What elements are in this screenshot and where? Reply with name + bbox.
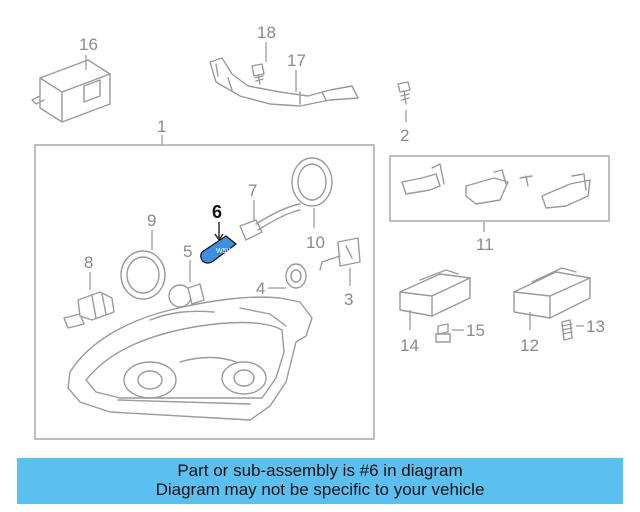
callout-12: 12: [520, 336, 539, 355]
callout-4: 4: [256, 279, 265, 298]
headlamp-housing: [67, 296, 313, 421]
callout-15: 15: [466, 321, 485, 340]
assembly-11-frame: [389, 155, 610, 222]
part-14-ballast: [399, 269, 471, 317]
bulb-marking: W5W: [216, 248, 234, 255]
leader-6-arrow: [214, 233, 224, 242]
part-3-hid-bulb: [319, 237, 361, 271]
part-13-screw: [561, 319, 573, 341]
part-5-bulb: [168, 283, 205, 308]
caption-line-1: Part or sub-assembly is #6 in diagram: [177, 461, 463, 480]
callout-11: 11: [476, 235, 494, 254]
callout-16: 16: [79, 35, 98, 54]
part-9-gasket: [120, 250, 166, 300]
part-2-screw: [397, 81, 411, 105]
callout-17: 17: [287, 51, 306, 70]
callout-3: 3: [344, 290, 353, 309]
part-12-control-unit: [513, 267, 591, 319]
callout-5: 5: [183, 242, 192, 261]
part-7-harness: [239, 203, 301, 241]
callout-13: 13: [586, 317, 605, 336]
callout-14: 14: [400, 336, 419, 355]
assembly-1-frame: [34, 144, 375, 440]
part-6-bulb-highlighted: W5W: [200, 235, 237, 264]
callout-6: 6: [212, 202, 222, 222]
part-4-retainer: [285, 263, 307, 289]
part-11-brackets: [401, 163, 591, 209]
part-10-cap: [291, 157, 333, 207]
part-16-control-module: [31, 59, 111, 123]
callout-8: 8: [84, 253, 93, 272]
caption-line-2: Diagram may not be specific to your vehi…: [155, 480, 485, 499]
callout-18: 18: [257, 23, 276, 42]
callout-1: 1: [157, 117, 166, 136]
part-17-bracket: [209, 57, 359, 107]
part-15-screw: [435, 323, 451, 343]
callout-7: 7: [248, 181, 257, 200]
callout-10: 10: [306, 233, 325, 252]
callout-9: 9: [147, 211, 156, 230]
parts-diagram: 16 18 17 2 1 8: [31, 23, 610, 440]
info-banner: Part or sub-assembly is #6 in diagram Di…: [17, 458, 623, 504]
part-8-bulb-socket: [63, 291, 115, 329]
callout-2: 2: [400, 126, 409, 145]
part-18-screw: [251, 63, 265, 85]
